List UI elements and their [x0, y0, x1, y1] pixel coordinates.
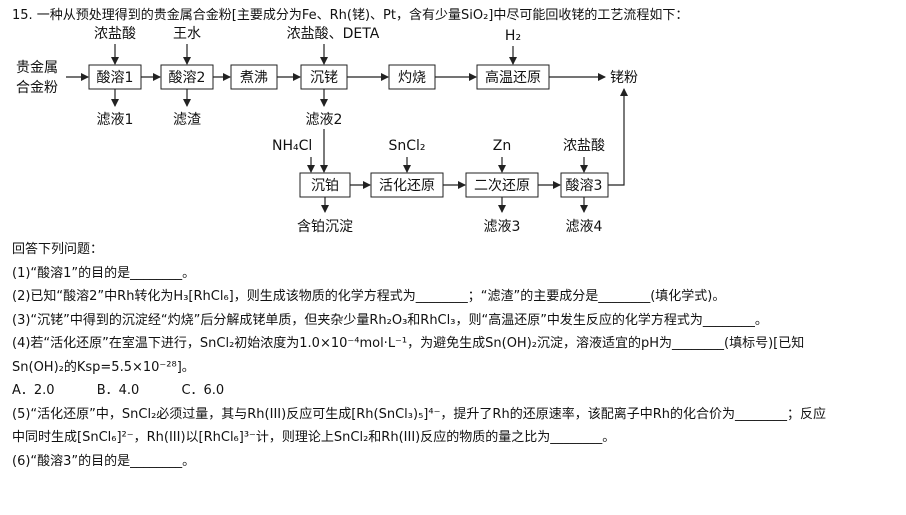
output-residue: 滤渣: [173, 112, 201, 128]
start-material-line2: 合金粉: [16, 80, 58, 96]
label-precipitate-pt: 沉铂: [311, 178, 339, 194]
box-second-reduce: [465, 172, 539, 198]
reagent-zn: Zn: [493, 138, 511, 154]
question-5-line1: (5)“活化还原”中，SnCl₂必须过量，其与Rh(III)反应可生成[Rh(S…: [12, 406, 826, 422]
label-boil: 煮沸: [240, 70, 268, 86]
label-acid-dissolve-2: 酸溶2: [169, 70, 206, 86]
option-c[interactable]: C．6.0: [181, 383, 225, 398]
reagent-conc-hcl-2: 浓盐酸: [563, 138, 605, 154]
label-precipitate-rh: 沉铑: [310, 70, 338, 86]
option-a[interactable]: A．2.0: [12, 383, 55, 398]
output-pt-precipitate: 含铂沉淀: [297, 219, 353, 235]
option-b[interactable]: B．4.0: [96, 383, 140, 398]
question-4-options: A．2.0 B．4.0 C．6.0: [12, 379, 896, 403]
box-high-temp-reduce: [476, 64, 550, 90]
label-second-reduce: 二次还原: [474, 178, 530, 194]
question-list: 回答下列问题： (1)“酸溶1”的目的是________。 (2)已知“酸溶2”…: [12, 238, 896, 473]
reagent-conc-hcl-1: 浓盐酸: [94, 26, 136, 42]
label-burn: 灼烧: [398, 70, 426, 86]
question-5-line2: 中同时生成[SnCl₆]²⁻，Rh(III)以[RhCl₆]³⁻计，则理论上Sn…: [12, 430, 616, 445]
question-intro: 15. 一种从预处理得到的贵金属合金粉[主要成分为Fe、Rh(铑)、Pt，含有少…: [12, 8, 689, 23]
output-filtrate2: 滤液2: [306, 112, 343, 128]
label-activate-reduce: 活化还原: [379, 178, 435, 194]
reagent-conc-hcl-deta: 浓盐酸、DETA: [287, 26, 380, 42]
question-1: (1)“酸溶1”的目的是________。: [12, 265, 196, 281]
output-filtrate3: 滤液3: [484, 219, 521, 235]
output-rh-powder: 铑粉: [610, 70, 638, 86]
label-high-temp-reduce: 高温还原: [485, 69, 541, 86]
start-material-line1: 贵金属: [16, 60, 58, 76]
question-3: (3)“沉铑”中得到的沉淀经“灼烧”后分解成铑单质，但夹杂少量Rh₂O₃和RhC…: [12, 312, 768, 328]
output-filtrate1: 滤液1: [97, 112, 134, 128]
questions-prompt: 回答下列问题：: [12, 242, 104, 257]
reagent-h2: H₂: [505, 28, 521, 44]
output-filtrate4: 滤液4: [566, 219, 603, 235]
reagent-sncl2: SnCl₂: [388, 138, 425, 154]
question-4-line2: Sn(OH)₂的Ksp=5.5×10⁻²⁸]。: [12, 359, 195, 375]
reagent-aqua-regia: 王水: [173, 26, 201, 42]
question-4-line1: (4)若“活化还原”在室温下进行，SnCl₂初始浓度为1.0×10⁻⁴mol·L…: [12, 336, 805, 351]
box-burn: [388, 64, 436, 90]
label-acid-dissolve-1: 酸溶1: [97, 70, 134, 86]
question-6: (6)“酸溶3”的目的是________。: [12, 453, 196, 469]
label-acid-dissolve-3: 酸溶3: [566, 178, 603, 194]
arrow-acid3-to-rh-powder: [608, 88, 628, 186]
reagent-nh4cl: NH₄Cl: [272, 138, 312, 154]
process-flow-diagram: 贵金属 合金粉 酸溶1 酸溶2 煮沸 沉铑 灼烧 高温还原 铑粉 浓盐酸 王水 …: [16, 26, 638, 235]
question-2: (2)已知“酸溶2”中Rh转化为H₃[RhCl₆]，则生成该物质的化学方程式为_…: [12, 289, 726, 304]
